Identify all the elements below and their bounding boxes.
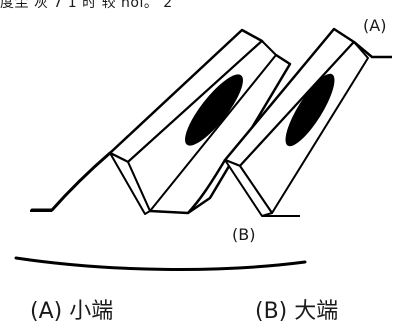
- gear-rim-arc: [14, 256, 307, 271]
- tooth-right-front-face: [224, 159, 273, 217]
- gear-tooth-right: [223, 27, 392, 217]
- contact-pattern-right: [285, 73, 335, 147]
- tooth-valley: [149, 159, 227, 215]
- contact-pattern-left: [185, 74, 243, 146]
- caption-b: (B) 大端: [255, 299, 338, 324]
- label-point-b: (B): [232, 225, 255, 244]
- caption-a: (A) 小端: [30, 299, 113, 324]
- gear-tooth-left: [108, 28, 292, 215]
- header-fragment: 度尘 灰 7 1 时 较 hol。 2: [0, 0, 173, 11]
- tooth-right-back-outline: [353, 41, 392, 59]
- gear-body-outline: [30, 151, 112, 212]
- label-point-a: (A): [363, 16, 386, 35]
